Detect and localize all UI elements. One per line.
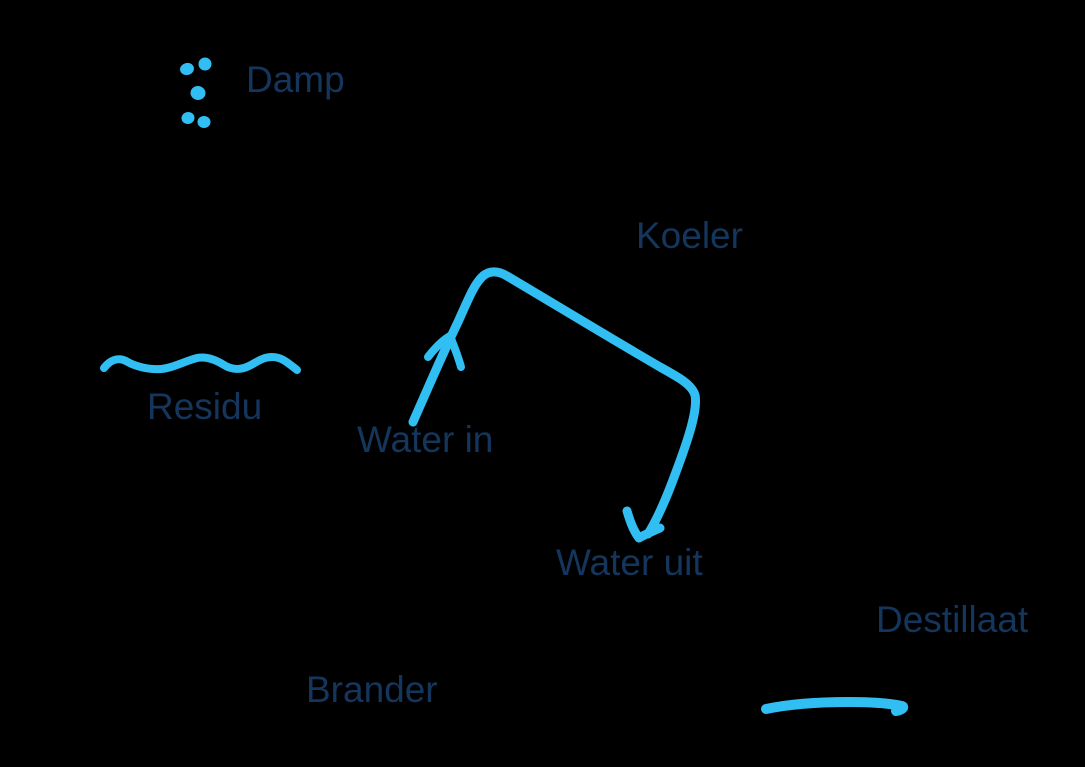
water-uit-arrowhead-icon — [622, 506, 665, 543]
destillaat-level-line-icon — [761, 697, 909, 716]
label-residu: Residu — [147, 386, 263, 427]
vapor-dot — [180, 62, 194, 76]
label-koeler: Koeler — [636, 215, 743, 256]
label-damp: Damp — [246, 59, 345, 100]
label-brander: Brander — [306, 669, 438, 710]
vapor-dot — [197, 116, 211, 128]
residu-wave-line-icon — [100, 353, 301, 374]
vapor-dot — [198, 57, 212, 71]
label-destillaat: Destillaat — [876, 599, 1029, 640]
vapor-dot — [190, 85, 206, 101]
label-water-in: Water in — [357, 419, 494, 460]
vapor-dots-icon — [180, 57, 212, 128]
water-in-arrowhead-icon — [424, 332, 465, 371]
vapor-dot — [181, 111, 195, 125]
label-water-uit: Water uit — [556, 542, 703, 583]
cooling-water-flow-arrow — [408, 267, 701, 539]
